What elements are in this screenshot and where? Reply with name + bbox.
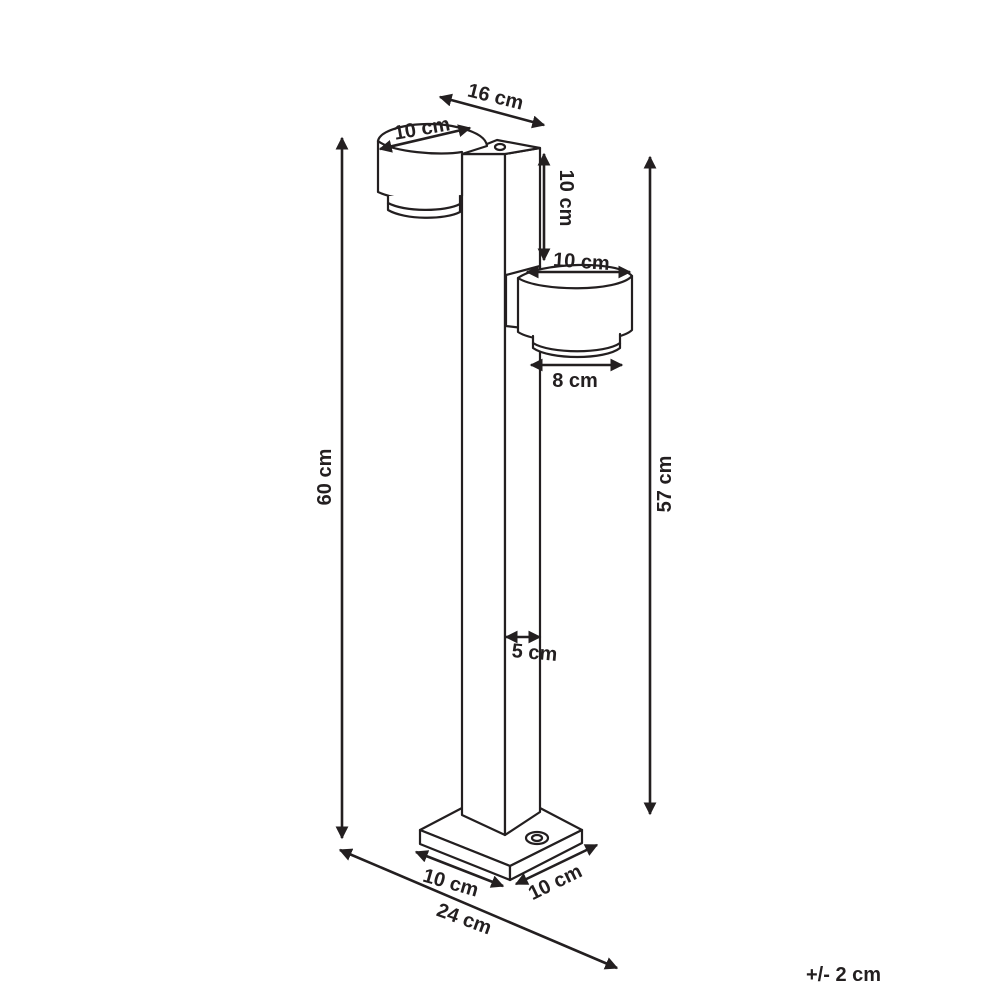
label-lens-diameter: 8 cm xyxy=(552,370,598,392)
dim-head-spacing xyxy=(438,93,546,129)
label-head-spacing: 16 cm xyxy=(465,80,525,115)
label-head-offset: 10 cm xyxy=(555,170,577,227)
label-total-height: 60 cm xyxy=(314,449,336,506)
dim-head-diameter-top xyxy=(378,124,472,153)
dim-overall-width xyxy=(338,848,619,970)
screw-icon xyxy=(524,830,550,846)
label-lamp-height: 57 cm xyxy=(654,456,676,513)
label-pole-width: 5 cm xyxy=(511,640,558,666)
dimension-lines xyxy=(335,93,657,970)
label-overall-width: 24 cm xyxy=(434,899,495,939)
label-head-diameter-lower: 10 cm xyxy=(552,249,610,275)
pole xyxy=(460,138,542,837)
tolerance-note: +/- 2 cm xyxy=(806,964,882,986)
